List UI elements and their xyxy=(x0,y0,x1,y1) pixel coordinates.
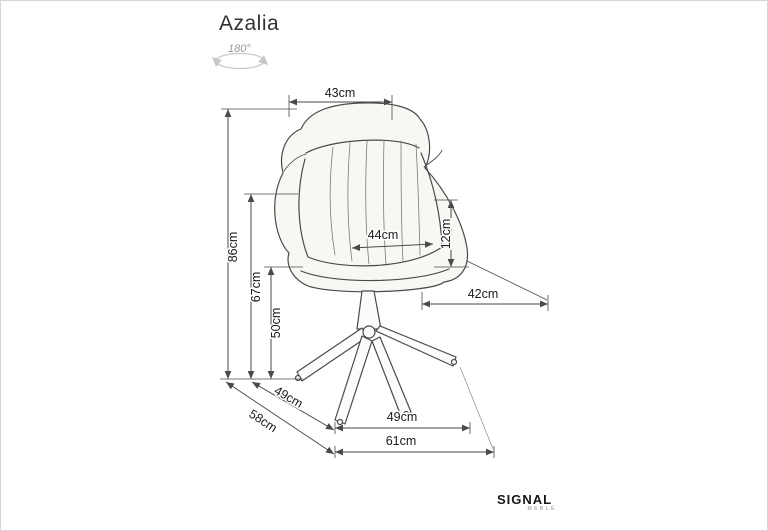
chair-illustration xyxy=(274,102,469,426)
brand-tagline: MEBLE xyxy=(527,506,557,512)
dim-overall-width-label: 61cm xyxy=(386,434,417,448)
base-leg-front-left xyxy=(334,335,373,425)
dim-overall-height-label: 86cm xyxy=(226,232,240,263)
base-leg-front-right xyxy=(371,336,412,417)
dim-top-width-label: 43cm xyxy=(325,86,356,100)
dimension-lines xyxy=(220,95,549,458)
chair-right-shoulder-stitch xyxy=(423,149,443,168)
dim-back-pad-label: 12cm xyxy=(439,219,453,250)
base-foot-front-right xyxy=(402,410,410,418)
chair-back-inner-edge xyxy=(305,139,420,154)
chair-seat-crease xyxy=(307,246,443,267)
chair-right-arm-inner xyxy=(420,152,443,248)
dim-base-width-label: 49cm xyxy=(387,410,418,424)
dim-seat-depth-label: 42cm xyxy=(468,287,499,301)
rotation-angle-label: 180° xyxy=(228,43,251,55)
base-foot-back-left xyxy=(294,374,302,382)
product-title: Azalia xyxy=(219,12,280,35)
base-foot-back-right xyxy=(450,358,458,366)
chair-seat-front-crease xyxy=(300,268,450,282)
brand-name: SIGNAL xyxy=(497,492,553,507)
dim-seat-height-label: 50cm xyxy=(269,308,283,339)
base-foot-front-left xyxy=(336,418,344,426)
rotation-180-icon: 180° xyxy=(212,43,268,70)
base-column xyxy=(356,290,382,330)
chair-shell xyxy=(274,102,469,293)
chair-swivel-base xyxy=(294,290,458,426)
chair-left-shoulder-stitch xyxy=(283,153,307,172)
brand-logo: SIGNAL MEBLE xyxy=(497,493,557,512)
dim-overall-depth-label: 58cm xyxy=(246,407,279,435)
base-hub xyxy=(362,325,376,339)
dim-seat-width-label: 44cm xyxy=(368,228,399,242)
base-leg-back-right xyxy=(375,325,457,367)
dim-arm-height-label: 67cm xyxy=(249,272,263,303)
chair-left-arm-inner xyxy=(298,158,309,258)
dim-depth-upper-label: 49cm xyxy=(272,383,305,410)
